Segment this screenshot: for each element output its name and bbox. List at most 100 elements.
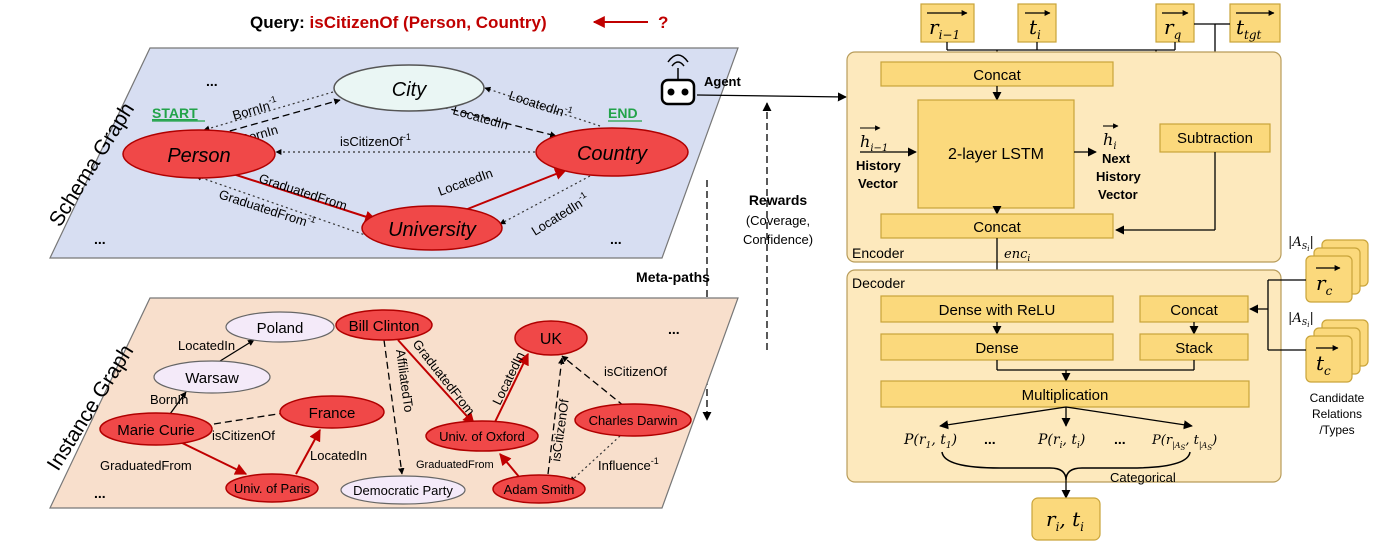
node-france-label: France <box>309 405 356 422</box>
concat-bottom-label: Concat <box>973 219 1021 236</box>
edge-bornin <box>169 391 187 415</box>
ellipsis: ... <box>94 485 106 501</box>
input-t-tgt: ttgt <box>1229 3 1281 43</box>
svg-text:ri−1: ri−1 <box>929 15 960 42</box>
edge-graduatedfrom-so <box>499 453 521 479</box>
history-line1: History <box>856 158 902 173</box>
subtraction-label: Subtraction <box>1177 130 1253 147</box>
prob-last: P(r|AS, t|AS) <box>1151 433 1217 452</box>
lstm-box <box>917 99 1075 209</box>
node-democratic-party <box>340 475 466 505</box>
label-iscitizenof-mf: isCitizenOf <box>212 428 275 443</box>
node-poland <box>225 311 335 343</box>
node-country <box>535 127 689 177</box>
node-warsaw <box>153 360 271 394</box>
ellipsis: ... <box>94 231 106 247</box>
concat-bottom-box <box>880 213 1114 239</box>
node-democratic-party-label: Democratic Party <box>353 483 453 498</box>
input-t-i: ti <box>1017 3 1057 43</box>
node-warsaw-label: Warsaw <box>185 370 239 387</box>
input-r-prev: ri−1 <box>920 3 975 43</box>
node-uk-label: UK <box>540 331 563 348</box>
ellipsis: ... <box>610 231 622 247</box>
connector <box>939 406 1067 430</box>
next-line3: Vector <box>1098 187 1138 202</box>
node-charles-darwin-label: Charles Darwin <box>589 413 678 428</box>
label-locatedin-pf: LocatedIn <box>310 448 367 463</box>
svg-text:hi−1: hi−1 <box>860 132 888 154</box>
node-person-label: Person <box>167 145 230 167</box>
concat-dec-label: Concat <box>1170 302 1218 319</box>
agent-label: Agent <box>704 74 742 89</box>
svg-text:ti: ti <box>1029 15 1041 42</box>
next-line1: Next <box>1102 151 1131 166</box>
node-charles-darwin <box>574 403 692 437</box>
candidate-types-stack: tc <box>1305 319 1369 383</box>
multiplication-label: Multiplication <box>1022 387 1109 404</box>
edge-graduatedfrom <box>229 172 378 223</box>
node-city-label: City <box>392 79 427 101</box>
connector <box>1065 406 1193 430</box>
subtraction-box <box>1159 123 1271 153</box>
node-city <box>333 64 485 112</box>
edge-influence <box>569 435 621 483</box>
decoder-label: Decoder <box>852 275 905 291</box>
rewards-line1: (Coverage, <box>746 213 810 228</box>
query-title: Query: isCitizenOf (Person, Country) <box>250 13 547 32</box>
node-univ-paris <box>225 473 319 503</box>
node-marie-curie <box>99 412 213 446</box>
node-person <box>122 129 276 179</box>
node-univ-paris-label: Univ. of Paris <box>234 481 311 496</box>
metapaths-label: Meta-paths <box>636 269 710 285</box>
node-bill-clinton <box>335 309 433 341</box>
input-r-q: rq <box>1155 3 1195 43</box>
candidate-caption-3: /Types <box>1319 423 1354 437</box>
ellipsis: ... <box>206 73 218 89</box>
node-bill-clinton-label: Bill Clinton <box>349 318 420 335</box>
node-france <box>279 395 385 429</box>
node-adam-smith <box>492 474 586 504</box>
edge-locatedin-uc <box>459 168 568 213</box>
label-graduatedfrom-so: GraduatedFrom <box>416 459 494 471</box>
edge-affiliatedto <box>383 339 405 475</box>
start-label: START <box>152 105 198 121</box>
node-adam-smith-label: Adam Smith <box>504 482 575 497</box>
dense-relu-label: Dense with ReLU <box>939 302 1056 319</box>
edge-locatedin-ou <box>493 352 529 425</box>
history-line2: Vector <box>858 176 898 191</box>
node-poland-label: Poland <box>257 320 304 337</box>
concat-top-label: Concat <box>973 67 1021 84</box>
categorical-label: Categorical <box>1110 470 1176 485</box>
node-country-label: Country <box>577 143 648 165</box>
rewards-title: Rewards <box>749 192 808 208</box>
prob-first: P(r1, t1) <box>903 432 957 451</box>
h-next: hi <box>1103 123 1119 152</box>
edge-locatedin-inv <box>484 86 601 127</box>
robot-icon <box>660 54 696 106</box>
query-mark: ? <box>658 13 668 32</box>
stack-label: Stack <box>1175 340 1213 357</box>
node-university <box>361 205 503 251</box>
svg-text:tc: tc <box>1316 351 1331 378</box>
edge-graduatedfrom-inv <box>195 174 369 237</box>
multiplication-box <box>880 380 1250 408</box>
label-locatedin-wp: LocatedIn <box>178 338 235 353</box>
next-line2: History <box>1096 169 1142 184</box>
as-label-top: |ASi| <box>1288 235 1314 253</box>
end-label: END <box>608 105 638 121</box>
candidate-caption-2: Relations <box>1312 407 1362 421</box>
edge-iscitizenof-su <box>547 357 565 475</box>
lstm-label: 2-layer LSTM <box>948 146 1044 163</box>
edge-iscitizenof-du <box>561 355 625 407</box>
prob-i: P(ri, ti) <box>1037 432 1085 451</box>
node-university-label: University <box>388 219 477 241</box>
schema-plane <box>49 47 739 259</box>
output-box <box>1031 497 1101 541</box>
encoder-label: Encoder <box>852 245 904 261</box>
label-iscitizenof-du: isCitizenOf <box>604 364 667 379</box>
node-univ-oxford <box>425 420 539 452</box>
node-marie-curie-label: Marie Curie <box>117 422 195 439</box>
svg-text:rc: rc <box>1316 271 1333 298</box>
candidate-relations-stack: rc <box>1305 239 1369 303</box>
